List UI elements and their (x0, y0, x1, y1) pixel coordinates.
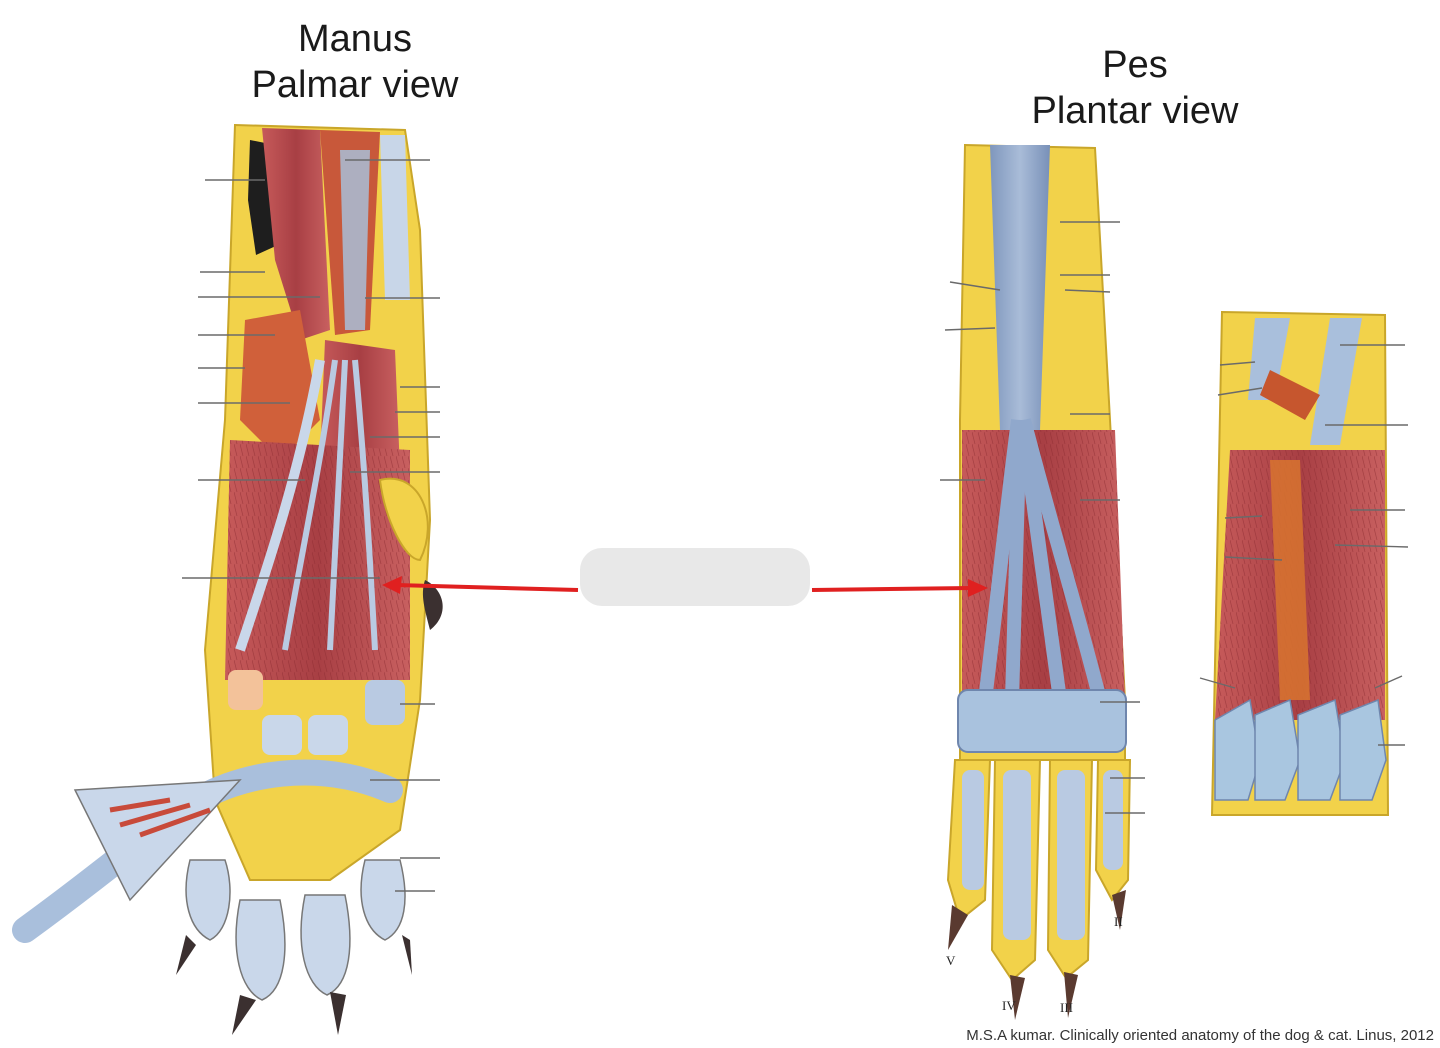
manus-illustration (12, 123, 443, 1035)
pes-title: Pes Plantar view (970, 42, 1300, 134)
pes-illustration: II III IV V (940, 143, 1145, 1020)
manus-title-line2: Palmar view (251, 64, 459, 106)
pointer-arrows (382, 576, 988, 597)
manus-title-line1: Manus (297, 18, 413, 60)
arrow-head-left-icon (382, 576, 402, 594)
arrow-to-pes (811, 586, 973, 592)
arrow-to-manus (395, 583, 579, 592)
digit-label-iii: III (1060, 1000, 1073, 1015)
digit-label-v: V (946, 953, 956, 968)
pes-title-line2: Plantar view (1031, 90, 1239, 132)
hidden-answer-label[interactable] (580, 548, 810, 606)
digit-label-iv: IV (1002, 998, 1016, 1013)
arrow-head-right-icon (968, 579, 988, 597)
digit-label-ii: II (1114, 914, 1123, 929)
citation: M.S.A kumar. Clinically oriented anatomy… (966, 1027, 1434, 1044)
manus-title: Manus Palmar view (190, 16, 520, 108)
pes-title-line1: Pes (1102, 44, 1168, 86)
pes-deep-illustration (1199, 310, 1409, 816)
